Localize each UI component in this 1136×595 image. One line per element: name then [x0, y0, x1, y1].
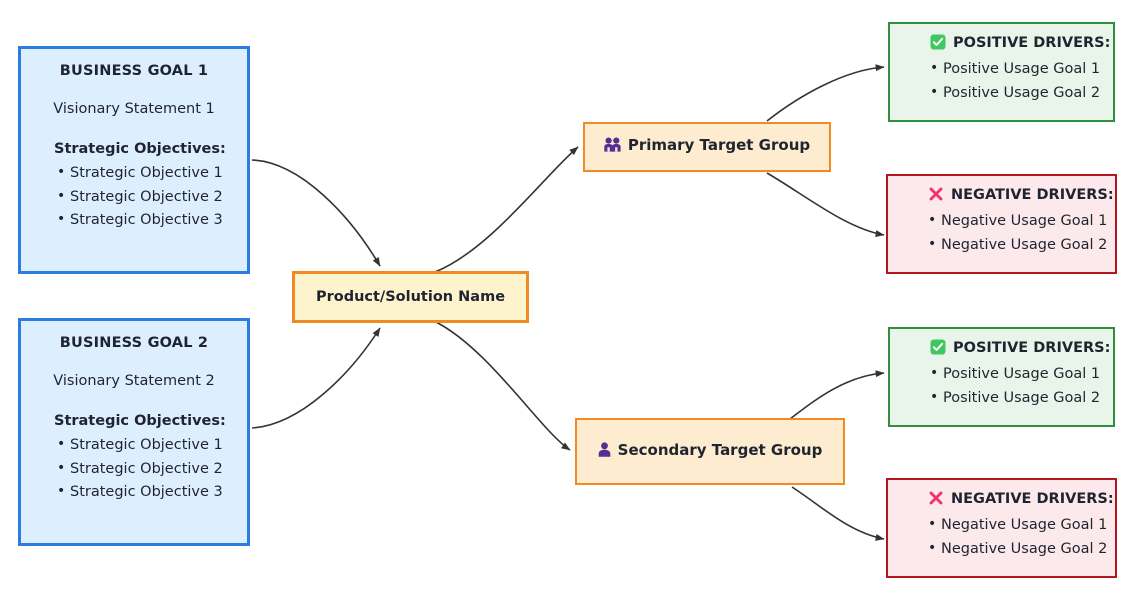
negative-drivers-secondary-heading-text: NEGATIVE DRIVERS: — [951, 491, 1114, 507]
cross-mark-icon — [928, 490, 944, 510]
list-item: Strategic Objective 1 — [57, 433, 231, 458]
negative-drivers-secondary-node[interactable]: NEGATIVE DRIVERS: Negative Usage Goal 1 … — [886, 478, 1117, 578]
list-item: Positive Usage Goal 2 — [930, 386, 1101, 411]
negative-drivers-secondary-heading: NEGATIVE DRIVERS: — [928, 490, 1114, 510]
list-item: Positive Usage Goal 1 — [930, 57, 1101, 82]
business-goal-1-objectives-list: Strategic Objective 1 Strategic Objectiv… — [37, 161, 231, 233]
negative-drivers-primary-heading-text: NEGATIVE DRIVERS: — [951, 187, 1114, 203]
edge-goal1-to-product — [251, 159, 381, 267]
secondary-target-group-content: Secondary Target Group — [598, 439, 823, 464]
business-goal-1-title: BUSINESS GOAL 1 — [59, 63, 209, 79]
list-item: Positive Usage Goal 1 — [930, 362, 1101, 387]
positive-drivers-primary-list: Positive Usage Goal 1 Positive Usage Goa… — [904, 57, 1101, 106]
business-goal-2-node[interactable]: BUSINESS GOAL 2 Visionary Statement 2 St… — [18, 318, 250, 546]
primary-target-group-label: Primary Target Group — [627, 136, 811, 155]
list-item: Strategic Objective 1 — [57, 161, 231, 186]
edge-product-to-secondary-target — [435, 321, 571, 451]
edge-secondary-to-positive-drivers — [789, 370, 885, 420]
list-item: Negative Usage Goal 2 — [928, 233, 1107, 258]
secondary-target-group-node[interactable]: Secondary Target Group — [575, 418, 845, 485]
negative-drivers-primary-node[interactable]: NEGATIVE DRIVERS: Negative Usage Goal 1 … — [886, 174, 1117, 274]
check-mark-button-icon — [930, 34, 946, 54]
check-mark-button-icon — [930, 339, 946, 359]
list-item: Strategic Objective 2 — [57, 185, 231, 210]
negative-drivers-secondary-list: Negative Usage Goal 1 Negative Usage Goa… — [902, 513, 1107, 562]
list-item: Negative Usage Goal 2 — [928, 537, 1107, 562]
edge-secondary-to-negative-drivers — [791, 486, 885, 541]
cross-mark-icon — [928, 186, 944, 206]
primary-target-group-node[interactable]: Primary Target Group — [583, 122, 831, 172]
positive-drivers-primary-heading: POSITIVE DRIVERS: — [930, 34, 1110, 54]
edge-primary-to-positive-drivers — [766, 64, 885, 122]
business-goal-2-objectives-label: Strategic Objectives: — [54, 413, 226, 429]
business-goal-2-objectives-list: Strategic Objective 1 Strategic Objectiv… — [37, 433, 231, 505]
product-solution-label: Product/Solution Name — [315, 289, 506, 305]
business-goal-2-vision: Visionary Statement 2 — [53, 373, 215, 389]
person-icon — [598, 441, 611, 464]
list-item: Positive Usage Goal 2 — [930, 81, 1101, 106]
list-item: Negative Usage Goal 1 — [928, 209, 1107, 234]
positive-drivers-secondary-node[interactable]: POSITIVE DRIVERS: Positive Usage Goal 1 … — [888, 327, 1115, 427]
edge-primary-to-negative-drivers — [766, 172, 885, 237]
business-goal-2-title: BUSINESS GOAL 2 — [59, 335, 209, 351]
business-goal-1-objectives-label: Strategic Objectives: — [54, 141, 226, 157]
negative-drivers-primary-heading: NEGATIVE DRIVERS: — [928, 186, 1114, 206]
business-goal-1-vision: Visionary Statement 1 — [53, 101, 215, 117]
product-solution-node[interactable]: Product/Solution Name — [292, 271, 529, 323]
list-item: Negative Usage Goal 1 — [928, 513, 1107, 538]
list-item: Strategic Objective 2 — [57, 457, 231, 482]
positive-drivers-secondary-heading: POSITIVE DRIVERS: — [930, 339, 1110, 359]
positive-drivers-secondary-list: Positive Usage Goal 1 Positive Usage Goa… — [904, 362, 1101, 411]
positive-drivers-secondary-heading-text: POSITIVE DRIVERS: — [953, 340, 1111, 356]
business-goal-1-node[interactable]: BUSINESS GOAL 1 Visionary Statement 1 St… — [18, 46, 250, 274]
primary-target-group-content: Primary Target Group — [604, 134, 810, 159]
edge-product-to-primary-target — [434, 146, 579, 273]
list-item: Strategic Objective 3 — [57, 208, 231, 233]
secondary-target-group-label: Secondary Target Group — [617, 440, 823, 459]
positive-drivers-primary-node[interactable]: POSITIVE DRIVERS: Positive Usage Goal 1 … — [888, 22, 1115, 122]
two-people-icon — [604, 136, 621, 159]
edge-goal2-to-product — [251, 327, 381, 429]
positive-drivers-primary-heading-text: POSITIVE DRIVERS: — [953, 35, 1111, 51]
negative-drivers-primary-list: Negative Usage Goal 1 Negative Usage Goa… — [902, 209, 1107, 258]
list-item: Strategic Objective 3 — [57, 480, 231, 505]
